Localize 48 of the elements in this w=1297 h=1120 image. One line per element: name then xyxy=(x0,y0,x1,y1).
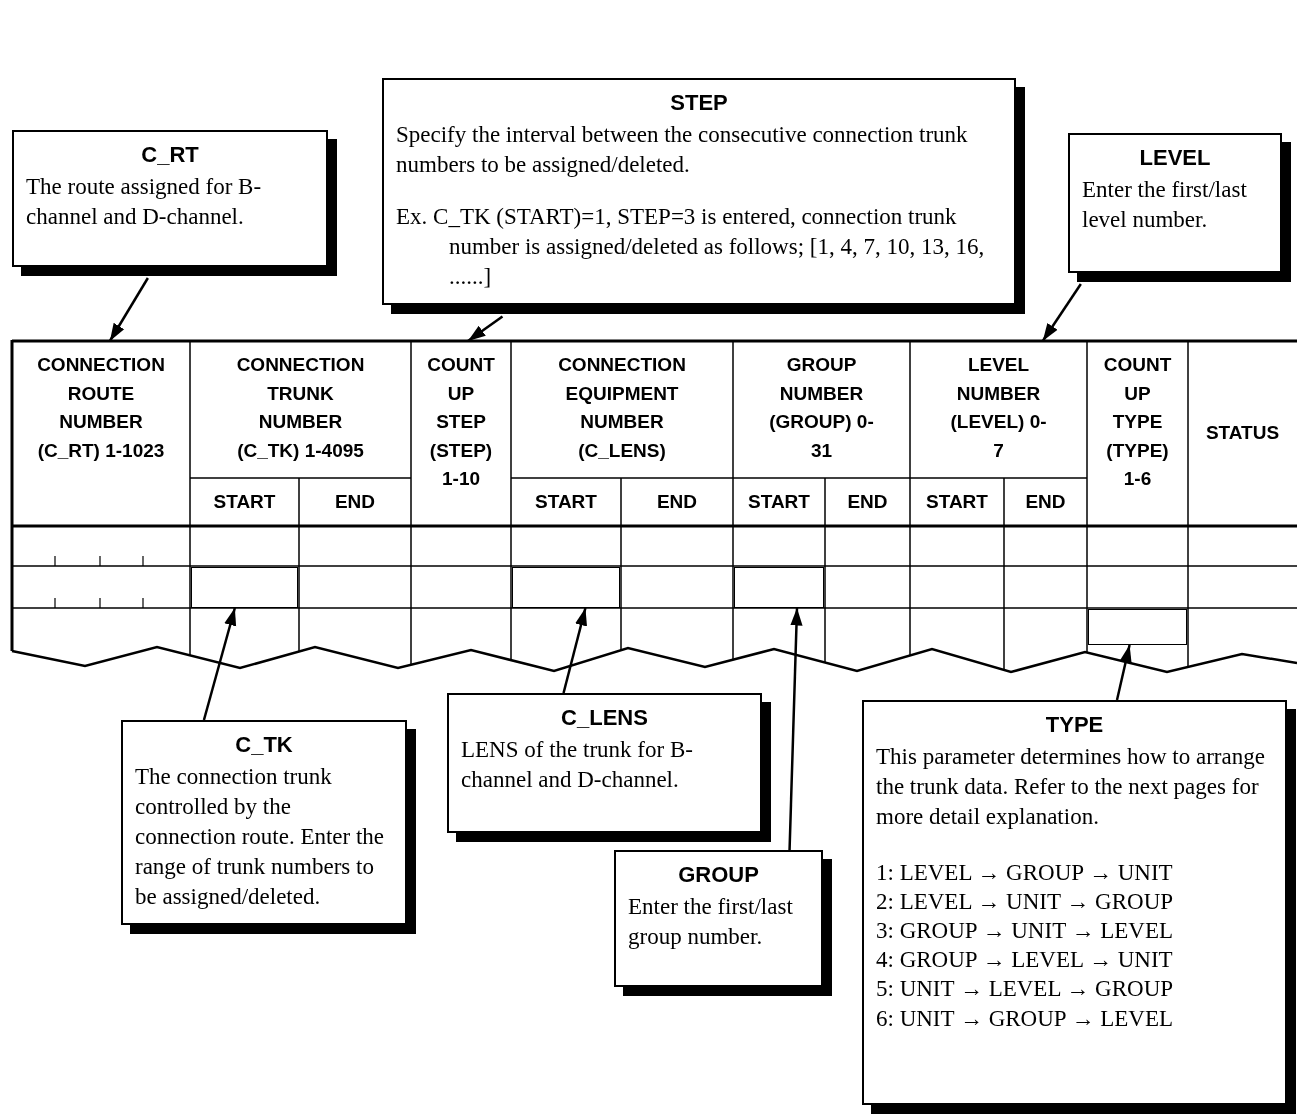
column-heading: STATUS xyxy=(1205,421,1280,446)
example-text: Ex. C_TK (START)=1, STEP=3 is entered, connection trunk number is assigned/deleted as follows; [1, 4, 7, 10, 13, 16, ......] xyxy=(396,202,986,291)
column-heading: CONNECTION ROUTE NUMBER (C_RT) 1-1023 xyxy=(36,353,166,463)
callout-text: Specify the interval between the consecutive connection trunk numbers to be assigned/deleted. xyxy=(396,121,969,179)
column-heading: GROUP NUMBER (GROUP) 0-31 xyxy=(768,353,875,463)
arrow xyxy=(108,277,149,342)
list-item: 1: LEVEL → GROUP → UNIT xyxy=(876,858,1174,887)
table-cell xyxy=(1088,609,1187,645)
column-heading: END xyxy=(334,489,376,514)
arrow xyxy=(1041,283,1082,342)
column-heading: END xyxy=(847,489,888,514)
callout-heading: C_TK xyxy=(234,732,294,758)
callout-heading: C_RT xyxy=(140,142,200,168)
callout-text: Enter the first/last group number. xyxy=(628,893,794,951)
list-item: 6: UNIT → GROUP → LEVEL xyxy=(876,1004,1175,1033)
callout-heading: GROUP xyxy=(677,862,760,888)
table-cell xyxy=(191,567,298,608)
arrow xyxy=(1115,644,1132,701)
callout-heading: LEVEL xyxy=(1138,145,1212,171)
table-cell xyxy=(512,567,620,608)
callout-heading: TYPE xyxy=(1044,712,1105,738)
list-item: 4: GROUP → LEVEL → UNIT xyxy=(876,946,1174,975)
column-heading: END xyxy=(656,489,698,514)
callout-heading: STEP xyxy=(669,90,729,116)
arrow xyxy=(467,315,504,342)
callout-text: The connection trunk controlled by the connection route. Enter the range of trunk numbers to be assigned/deleted. xyxy=(135,763,386,911)
column-heading: COUNT UP TYPE (TYPE) 1-6 xyxy=(1102,353,1173,491)
column-heading: START xyxy=(213,489,276,514)
arrow xyxy=(788,607,803,851)
callout-text: LENS of the trunk for B-channel and D-channel. xyxy=(461,736,694,794)
list-item: 3: GROUP → UNIT → LEVEL xyxy=(876,917,1175,946)
callout-heading: C_LENS xyxy=(560,705,649,731)
column-heading: CONNECTION EQUIPMENT NUMBER (C_LENS) xyxy=(557,353,687,463)
callout-text: Enter the first/last level number. xyxy=(1082,176,1248,234)
column-heading: START xyxy=(535,489,597,514)
column-heading: END xyxy=(1025,489,1066,514)
column-heading: CONNECTION TRUNK NUMBER (C_TK) 1-4095 xyxy=(235,353,366,463)
callout-text: This parameter determines how to arrange the trunk data. Refer to the next pages for more detail explanation. xyxy=(876,743,1266,831)
column-heading: COUNT UP STEP (STEP) 1-10 xyxy=(426,353,496,491)
callout-text: The route assigned for B-channel and D-channel. xyxy=(26,173,263,231)
list-item: 5: UNIT → LEVEL → GROUP xyxy=(876,975,1175,1004)
arrow xyxy=(562,607,587,694)
column-heading: LEVEL NUMBER (LEVEL) 0-7 xyxy=(949,353,1048,463)
table-cell xyxy=(734,567,824,608)
arrow xyxy=(202,607,237,721)
column-heading: START xyxy=(748,489,810,514)
column-heading: START xyxy=(926,489,988,514)
list-item: 2: LEVEL → UNIT → GROUP xyxy=(876,887,1175,916)
